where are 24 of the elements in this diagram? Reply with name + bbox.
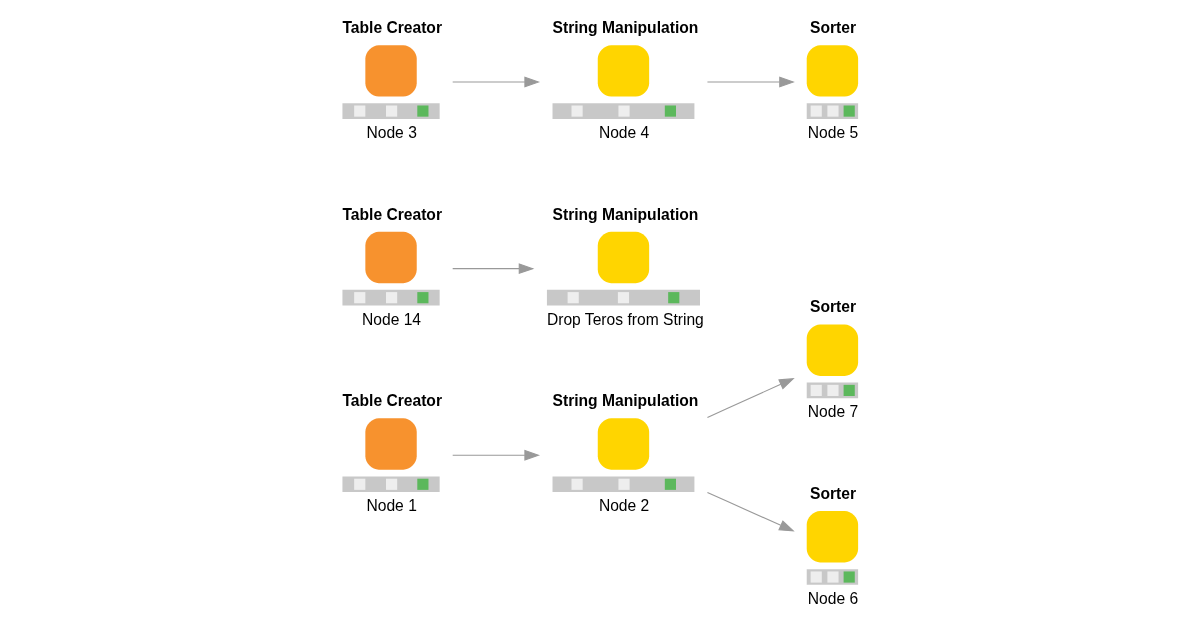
node-label: Table Creator [342, 19, 442, 37]
node-label: Sorter [810, 19, 857, 37]
node-label: Sorter [810, 485, 857, 503]
node-label: String Manipulation [552, 392, 699, 410]
arrow [452, 449, 540, 461]
arrow [706, 492, 795, 532]
node-label: Node 4 [598, 124, 650, 142]
arrow [706, 76, 795, 88]
node-label: Node 6 [807, 590, 859, 608]
node-label: Sorter [810, 298, 857, 316]
node-label: Node 3 [366, 124, 417, 142]
node-label: Node 5 [807, 124, 859, 142]
node-label: Table Creator [342, 205, 442, 223]
node-label: Node 7 [807, 403, 859, 421]
node-label: Node 14 [361, 310, 422, 328]
node-label: Table Creator [342, 392, 442, 410]
node-label: String Manipulation [552, 205, 699, 223]
node-label: String Manipulation [552, 19, 699, 37]
arrow [452, 76, 540, 88]
node-label: Drop Teros from String [546, 310, 704, 328]
arrow [706, 377, 795, 419]
node-label: Node 2 [598, 497, 650, 515]
arrow [452, 263, 535, 275]
node-label: Node 1 [366, 497, 417, 515]
